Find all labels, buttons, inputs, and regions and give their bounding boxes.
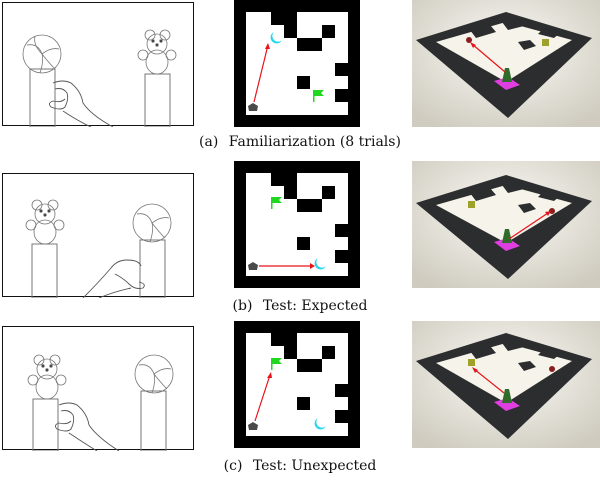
flag-icon <box>271 358 282 370</box>
hand-icon <box>48 80 114 127</box>
row-test-unexpected: (c) Test: Unexpected <box>0 318 600 474</box>
3d-scene <box>412 161 600 288</box>
agent-icon <box>248 262 258 270</box>
moon-icon <box>314 418 326 430</box>
agent-3d-icon <box>502 389 512 403</box>
ball-icon <box>22 34 62 74</box>
agent-icon <box>248 103 258 111</box>
start-pad <box>494 398 520 411</box>
ball-icon <box>132 203 172 243</box>
gridworld-maze <box>234 321 360 448</box>
moon-icon <box>314 258 326 270</box>
yellow-cube-icon <box>468 201 475 208</box>
moon-icon <box>270 32 282 44</box>
red-object-icon <box>549 366 555 372</box>
caption-text: Familiarization (8 trials) <box>228 134 401 150</box>
hand-reach-illustration <box>25 199 172 298</box>
caption-b: (b) Test: Expected <box>0 298 600 314</box>
teddy-bear-icon <box>27 354 67 400</box>
red-object-icon <box>549 208 555 214</box>
hand-icon <box>82 259 145 298</box>
hand-icon <box>54 402 120 451</box>
illustration-panel <box>2 2 194 127</box>
illustration-panel <box>2 173 194 298</box>
hand-reach-illustration <box>22 29 177 127</box>
red-object-icon <box>466 37 472 43</box>
yellow-cube-icon <box>542 39 549 46</box>
caption-text: Test: Expected <box>262 298 368 314</box>
gridworld-maze <box>234 161 360 288</box>
start-pad <box>494 77 520 90</box>
3d-scene <box>412 0 600 127</box>
gridworld-maze <box>234 0 360 127</box>
yellow-cube-icon <box>468 359 475 366</box>
caption-c: (c) Test: Unexpected <box>0 458 600 474</box>
ball-icon <box>134 354 174 394</box>
caption-a: (a) Familiarization (8 trials) <box>0 134 600 150</box>
agent-icon <box>248 422 258 430</box>
caption-label: (a) <box>199 134 219 150</box>
flag-icon <box>271 197 282 209</box>
hand-reach-illustration <box>27 354 174 451</box>
agent-3d-icon <box>502 229 512 243</box>
teddy-bear-icon <box>137 29 177 75</box>
row-test-expected: (b) Test: Expected <box>0 158 600 314</box>
caption-label: (c) <box>223 458 243 474</box>
caption-text: Test: Unexpected <box>252 458 377 474</box>
row-familiarization: (a) Familiarization (8 trials) <box>0 0 600 155</box>
3d-scene <box>412 321 600 448</box>
illustration-panel <box>2 326 194 451</box>
flag-icon <box>313 90 324 102</box>
teddy-bear-icon <box>25 199 65 245</box>
start-pad <box>494 238 520 251</box>
caption-label: (b) <box>232 298 253 314</box>
